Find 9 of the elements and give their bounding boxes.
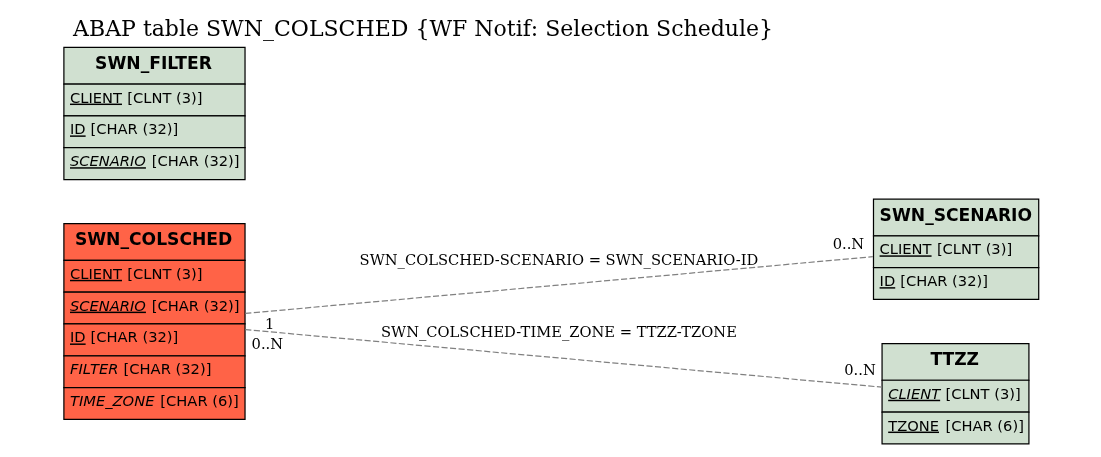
edge-label: SWN_COLSCHED-SCENARIO = SWN_SCENARIO-ID	[359, 250, 758, 268]
connector	[244, 256, 873, 315]
edge-label: SWN_COLSCHED-TIME_ZONE = TTZZ-TZONE	[380, 322, 737, 340]
label: 1	[264, 314, 274, 332]
label: 0..N	[843, 361, 876, 379]
connector	[244, 329, 883, 388]
label: 0..N	[251, 334, 283, 352]
diagram-title: ABAP table SWN_COLSCHED {WF Notif: Selection Schedule}	[72, 15, 773, 41]
label: 0..N	[832, 235, 864, 253]
